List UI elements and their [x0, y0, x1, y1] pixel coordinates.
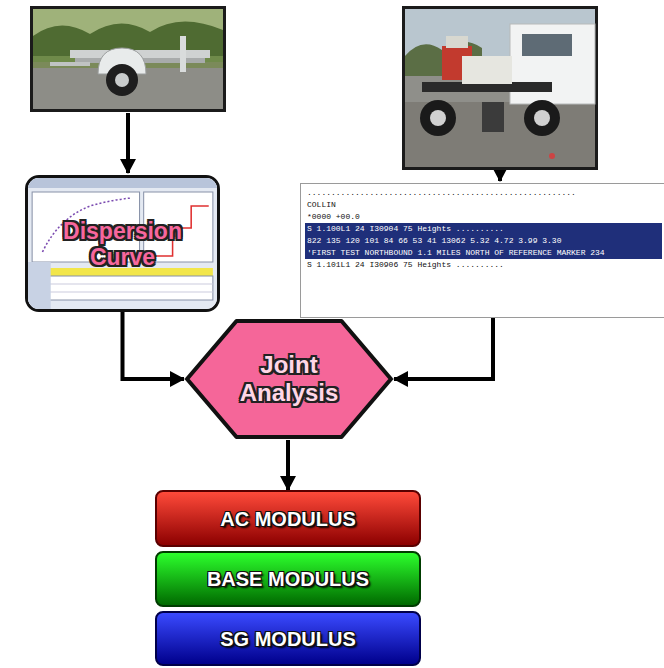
hexagon-shape — [187, 321, 391, 437]
truck-photo — [402, 6, 598, 170]
photo-arrow — [126, 113, 130, 173]
flow-arrow — [123, 312, 185, 379]
flow-arrow — [394, 318, 493, 379]
data-line: S 1.100L1 24 I30904 75 Heights .........… — [305, 223, 662, 235]
data-line: S 1.101L1 24 I30906 75 Heights .........… — [305, 259, 662, 271]
chart-box: Dispersion Curve — [25, 175, 220, 312]
layer-label: BASE MODULUS — [207, 567, 369, 591]
layer-box: AC MODULUS — [155, 490, 421, 547]
chart-title: Dispersion Curve — [28, 218, 217, 270]
layer-box: BASE MODULUS — [155, 551, 421, 607]
data-line: 822 135 120 101 84 66 53 41 13062 5.32 4… — [305, 235, 662, 247]
layer-box: SG MODULUS — [155, 611, 421, 666]
hexagon-label: Joint Analysis — [214, 351, 364, 407]
trailer-photo — [30, 6, 226, 112]
data-line: 'FIRST TEST NORTHBOUND 1.1 MILES NORTH O… — [305, 247, 662, 259]
layer-label: AC MODULUS — [220, 507, 356, 531]
photo-arrow — [498, 169, 502, 181]
data-file-box: ........................................… — [300, 183, 664, 318]
layer-label: SG MODULUS — [220, 627, 356, 651]
data-line: *0000 +00.0 — [305, 211, 662, 223]
data-line: ........................................… — [305, 187, 662, 199]
analysis-hexagon: Joint Analysis — [184, 318, 394, 440]
flow-arrow — [286, 440, 290, 490]
data-line: COLLIN — [305, 199, 662, 211]
